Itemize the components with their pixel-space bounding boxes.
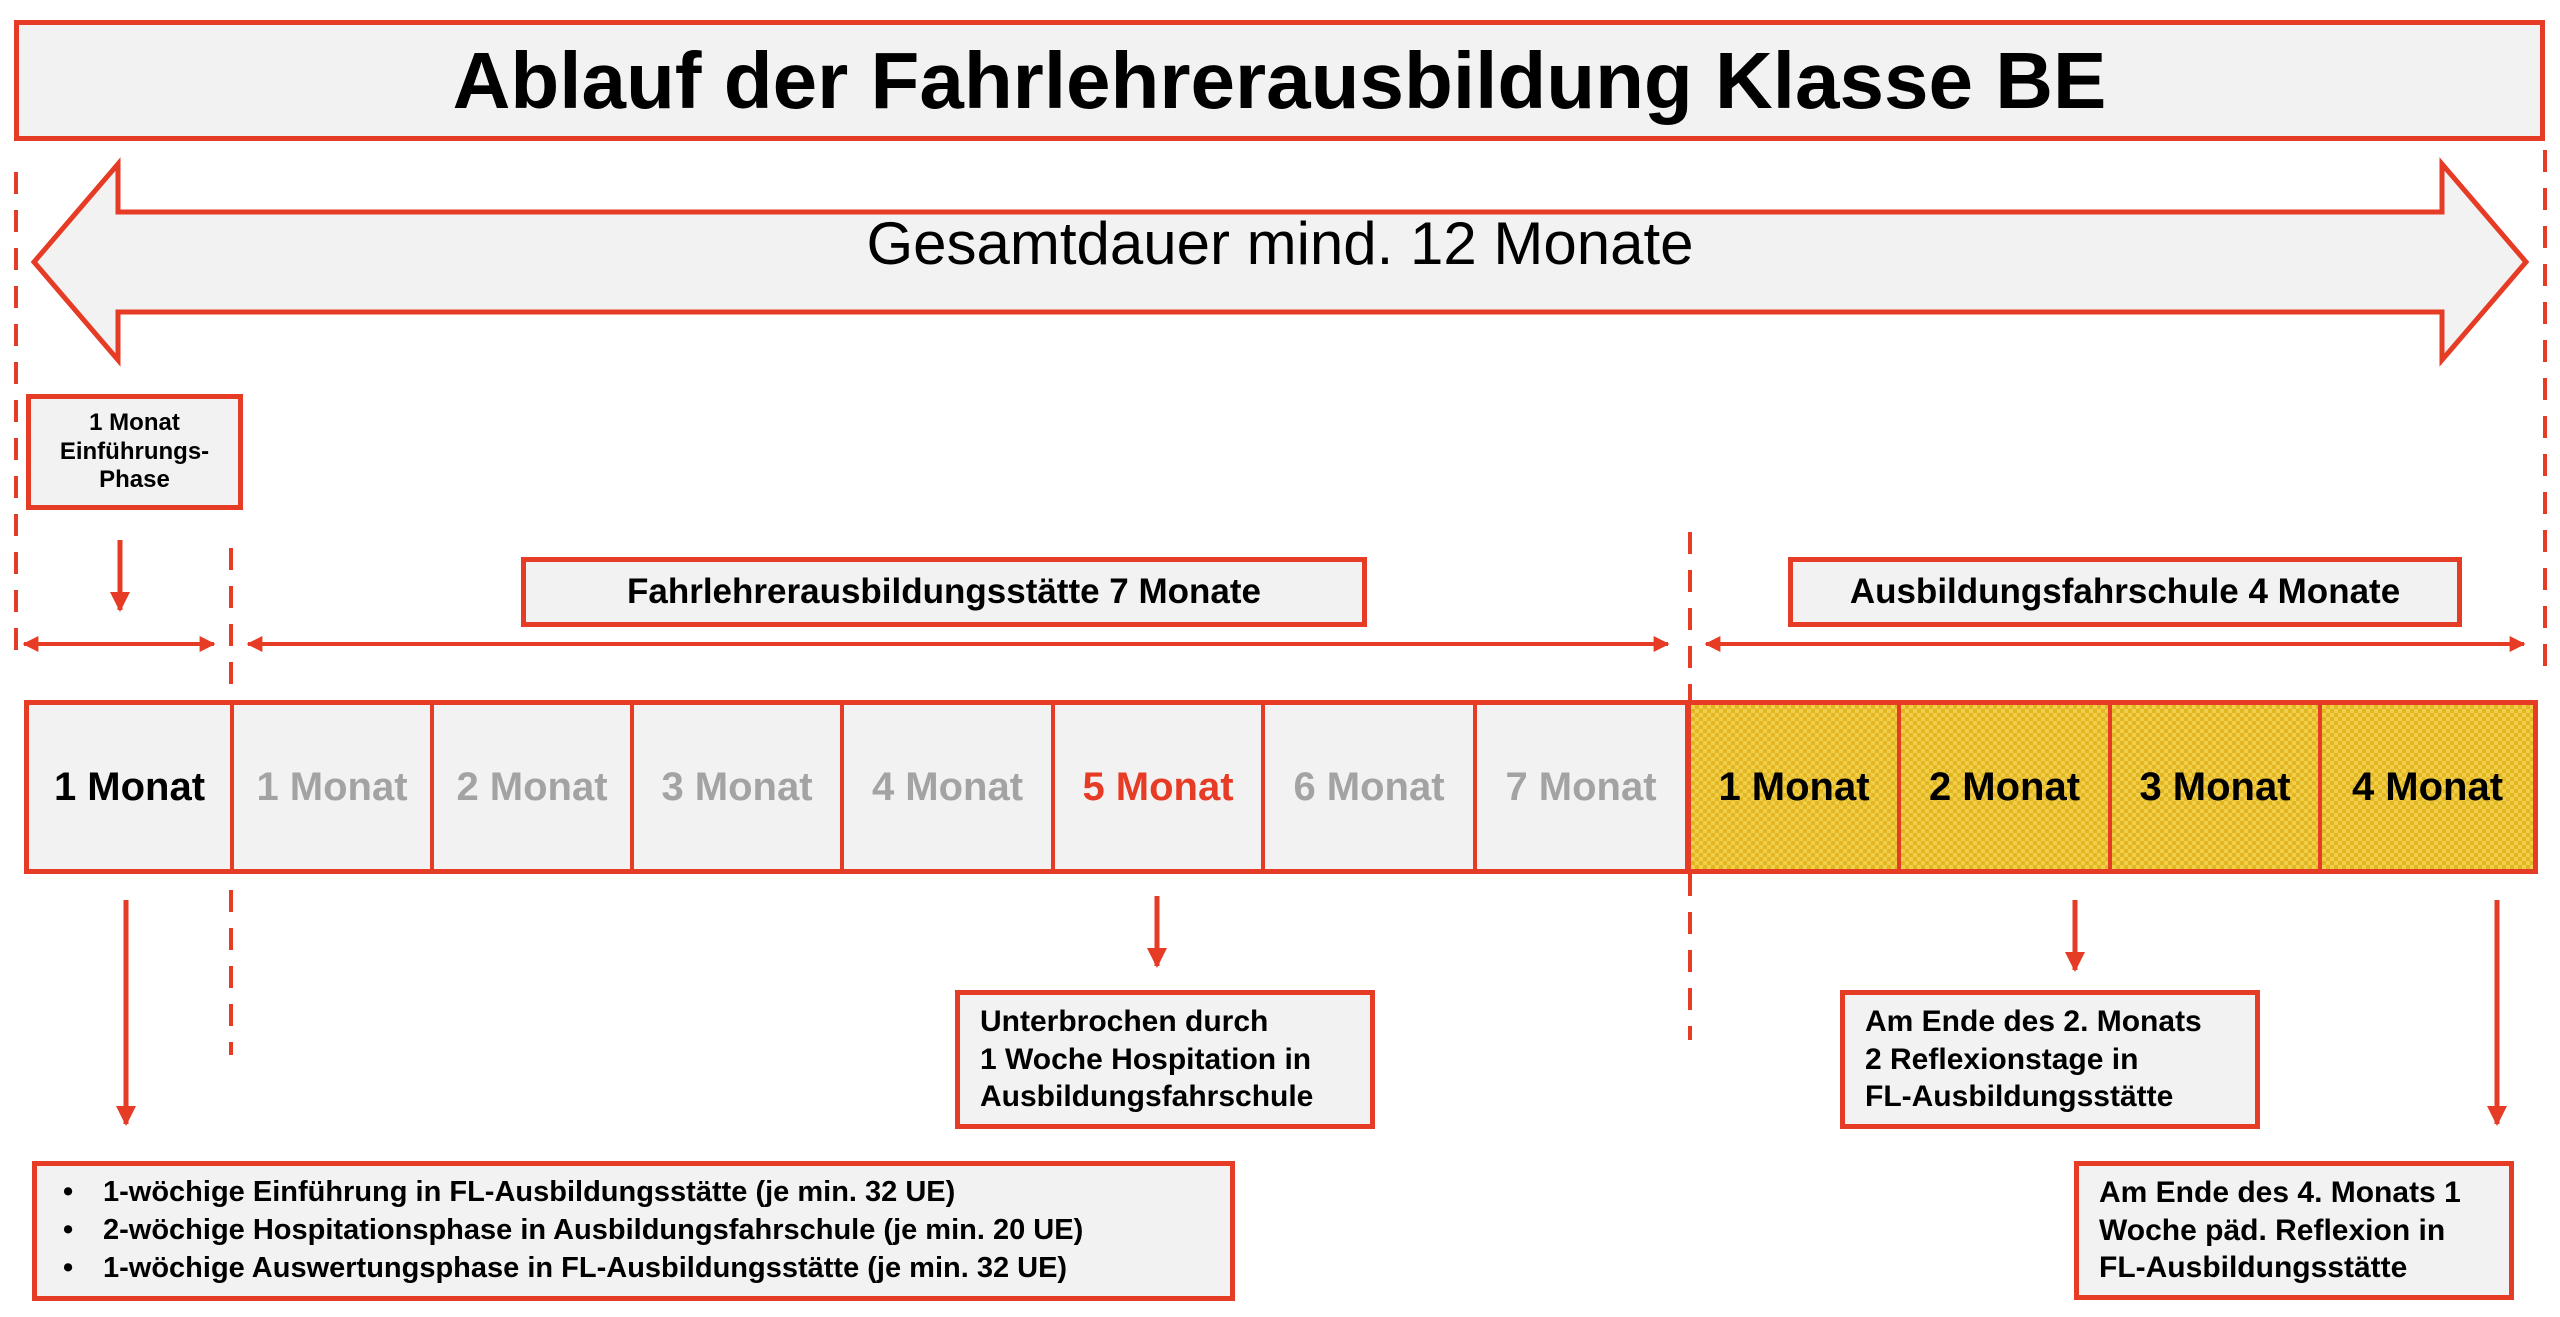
- note-line: 2 Reflexionstage in: [1865, 1042, 2139, 1076]
- note-line: Woche päd. Reflexion in: [2099, 1213, 2446, 1247]
- note-paedagogische-reflexion: Am Ende des 4. Monats 1 Woche päd. Refle…: [2074, 1161, 2514, 1300]
- note-line: Unterbrochen durch: [980, 1004, 1269, 1038]
- intro-phase-line: Einführungs-: [59, 437, 210, 465]
- timeline-cell: 3 Monat: [630, 705, 840, 869]
- note-line: Am Ende des 2. Monats: [1865, 1004, 2202, 1038]
- note-line: FL-Ausbildungsstätte: [1865, 1080, 2174, 1114]
- intro-details-list: 1-wöchige Einführung in FL-Ausbildungsst…: [55, 1174, 1212, 1287]
- note-line: Ausbildungsfahrschule: [980, 1080, 1314, 1114]
- list-item: 2-wöchige Hospitationsphase in Ausbildun…: [55, 1212, 1212, 1250]
- timeline-cell: 5 Monat: [1051, 705, 1261, 869]
- timeline-cell: 3 Monat: [2108, 705, 2318, 869]
- timeline-cell: 6 Monat: [1261, 705, 1473, 869]
- month-timeline: 1 Monat 1 Monat 2 Monat 3 Monat 4 Monat …: [24, 700, 2538, 874]
- timeline-cell: 4 Monat: [840, 705, 1051, 869]
- list-item: 1-wöchige Auswertungsphase in FL-Ausbild…: [55, 1250, 1212, 1288]
- timeline-cell: 2 Monat: [430, 705, 630, 869]
- timeline-cell: 4 Monat: [2318, 705, 2533, 869]
- timeline-cell: 1 Monat: [29, 705, 230, 869]
- diagram-title: Ablauf der Fahrlehrerausbildung Klasse B…: [14, 20, 2545, 141]
- note-line: Am Ende des 4. Monats 1: [2099, 1175, 2461, 1209]
- duration-double-arrow: [30, 157, 2530, 367]
- timeline-cell: 1 Monat: [1685, 705, 1897, 869]
- intro-details-box: 1-wöchige Einführung in FL-Ausbildungsst…: [32, 1161, 1235, 1301]
- intro-phase-box: 1 Monat Einführungs- Phase: [26, 394, 243, 510]
- note-line: FL-Ausbildungsstätte: [2099, 1251, 2408, 1285]
- phase-label-fl-ausbildungsstaette: Fahrlehrerausbildungsstätte 7 Monate: [521, 557, 1367, 627]
- timeline-cell: 7 Monat: [1473, 705, 1685, 869]
- intro-phase-line: Phase: [99, 466, 170, 494]
- note-hospitation: Unterbrochen durch 1 Woche Hospitation i…: [955, 990, 1375, 1129]
- intro-phase-line: 1 Monat: [89, 408, 180, 436]
- timeline-cell: 2 Monat: [1897, 705, 2108, 869]
- phase-label-ausbildungsfahrschule: Ausbildungsfahrschule 4 Monate: [1788, 557, 2462, 627]
- list-item: 1-wöchige Einführung in FL-Ausbildungsst…: [55, 1174, 1212, 1212]
- timeline-cell: 1 Monat: [230, 705, 430, 869]
- note-reflexion: Am Ende des 2. Monats 2 Reflexionstage i…: [1840, 990, 2260, 1129]
- duration-label: Gesamtdauer mind. 12 Monate: [866, 210, 1694, 277]
- note-line: 1 Woche Hospitation in: [980, 1042, 1312, 1076]
